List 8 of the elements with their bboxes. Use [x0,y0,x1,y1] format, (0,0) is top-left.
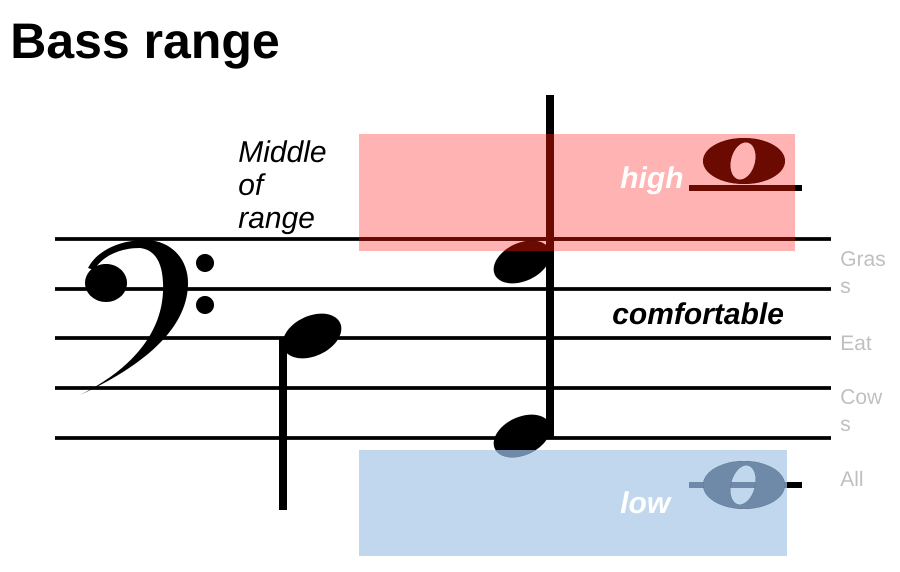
mnemonic-word: All [840,470,862,486]
annotation-text: Middle of range [238,140,326,234]
range-label: comfortable [613,302,784,324]
mnemonic-word: Eat [842,336,872,350]
mnemonic-word: Cow s [840,389,882,432]
title: Bass range [14,24,278,69]
shaded-band: low [359,450,787,556]
mnemonic-word: Gras s [840,251,885,294]
